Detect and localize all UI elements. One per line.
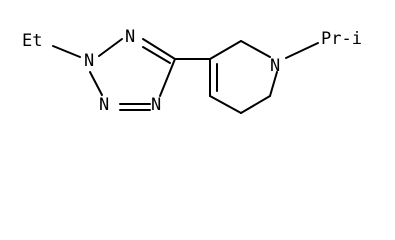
structure-svg: Et N N N N N Pr-i	[22, 27, 362, 115]
isopropyl-label: Pr-i	[321, 29, 362, 49]
piperidine-n-label: N	[270, 56, 280, 76]
bond-ring-c5-c4	[209, 95, 242, 114]
bond-ethyl-n2	[52, 45, 81, 58]
bond-n2-n3	[89, 71, 103, 96]
bond-n1-c5-double	[142, 46, 171, 64]
tetrazole-n3-label: N	[99, 95, 109, 115]
tetrazole-n1-label: N	[125, 27, 135, 47]
ethyl-label: Et	[22, 31, 42, 51]
bond-n2-n1-upper	[98, 38, 123, 57]
tetrazole-n2-label: N	[84, 51, 94, 71]
bond-n-isopropyl	[285, 42, 319, 59]
bond-ring-n1-c6	[269, 71, 278, 97]
bond-n1-c5	[142, 38, 176, 60]
bond-ring-c2-n1	[240, 40, 271, 58]
bond-ring-c3-c2	[209, 40, 242, 60]
bond-c5-n4	[159, 58, 176, 97]
structure-diagram: Et N N N N N Pr-i	[22, 27, 362, 115]
bond-ring-c6-c5	[240, 95, 271, 114]
tetrazole-n4-label: N	[151, 95, 161, 115]
